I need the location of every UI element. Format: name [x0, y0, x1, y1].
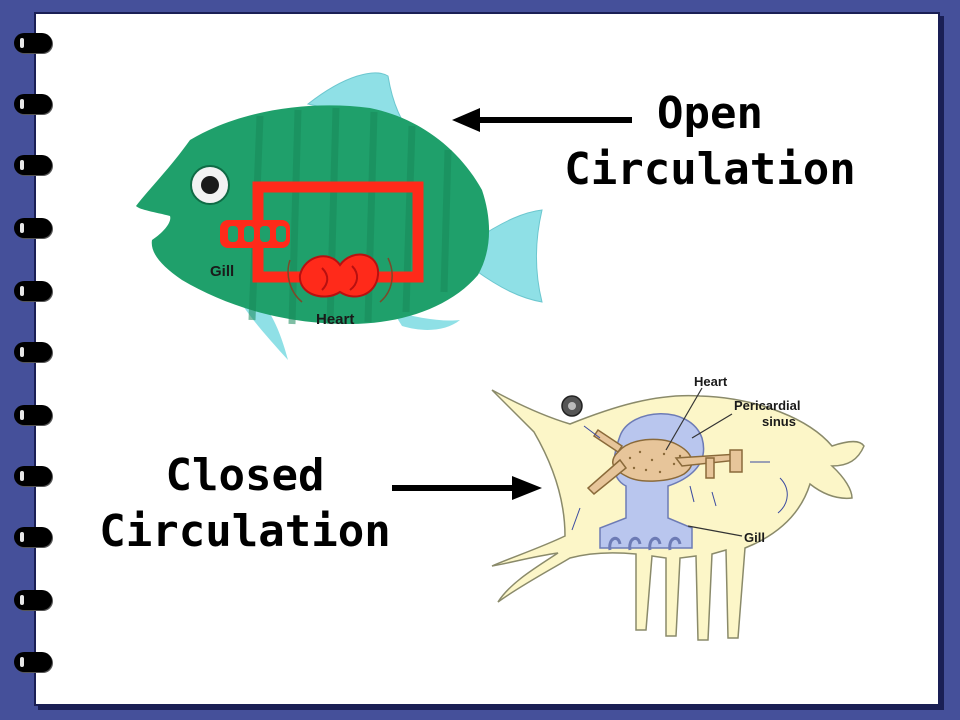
open-label-line2: Circulation: [564, 144, 856, 195]
binding-ring: [14, 527, 52, 547]
binding-ring: [14, 218, 52, 238]
sinus-label: sinus: [762, 414, 796, 429]
invertebrate-diagram: Heart Pericardial sinus Gill: [491, 374, 865, 641]
gill-label: Gill: [744, 530, 765, 545]
closed-label-line1: Closed: [165, 450, 325, 501]
binding-ring: [14, 342, 52, 362]
flow-arrows: [571, 425, 788, 531]
arrow-to-invertebrate: [392, 476, 542, 500]
heart-stipple: [628, 450, 682, 474]
binding-ring: [14, 405, 52, 425]
heart-label: Heart: [316, 311, 354, 328]
fish-pupil: [201, 176, 219, 194]
binding-ring: [14, 590, 52, 610]
tail-fin: [474, 209, 543, 303]
binding-ring: [14, 155, 52, 175]
gill-structure: [220, 220, 290, 248]
gill-filaments: [608, 536, 682, 551]
fish-heart: [287, 253, 393, 303]
closed-label-line2: Circulation: [99, 506, 391, 557]
fish-diagram: Gill Heart: [136, 72, 543, 360]
notebook-page: [34, 12, 940, 706]
fish-body: [136, 105, 490, 324]
eye-highlight: [568, 402, 576, 410]
binding-ring: [14, 94, 52, 114]
vessels: [586, 428, 743, 496]
binding-ring: [14, 33, 52, 53]
binding-ring: [14, 281, 52, 301]
pericardial-label: Pericardial: [734, 398, 801, 413]
binding-ring: [14, 466, 52, 486]
invertebrate-body: [491, 389, 865, 641]
open-label-line1: Open: [657, 88, 763, 139]
arrow-to-fish: [452, 108, 632, 132]
gill-label: Gill: [210, 263, 234, 280]
leader-lines: [665, 387, 743, 537]
open-circulation-label: Open Circulation: [560, 86, 860, 198]
closed-circulation-label: Closed Circulation: [95, 448, 395, 560]
anal-fin: [392, 310, 460, 330]
binding-ring: [14, 652, 52, 672]
heart-label: Heart: [694, 374, 728, 389]
